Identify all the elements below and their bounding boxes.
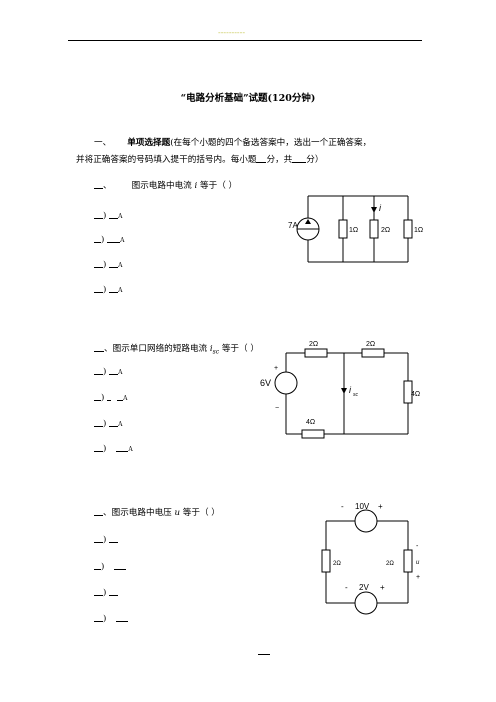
section-instruction-end: 分） xyxy=(306,155,324,165)
circuit-1-source-label: 7A xyxy=(288,221,298,230)
circuit-3-top-source-label: 10V xyxy=(355,502,370,511)
question-1-var: i xyxy=(194,181,198,191)
question-3-option-b[interactable]: ) xyxy=(94,561,127,572)
resistor-top-right-icon xyxy=(361,348,385,358)
question-3-number: 、 xyxy=(103,508,112,518)
resistor-1-icon xyxy=(338,219,348,239)
question-1-text: 图示电路中电流 xyxy=(131,181,192,191)
resistor-right-icon xyxy=(403,549,413,573)
circuit-2-r-top-right: 2Ω xyxy=(366,341,375,348)
voltage-source-top-icon xyxy=(354,509,378,533)
voltage-source-bottom-icon xyxy=(354,591,378,615)
circuit-2-source-label: 6V xyxy=(260,378,271,388)
resistor-left-icon xyxy=(321,549,331,573)
question-2-var-sub: sc xyxy=(212,348,220,356)
circuit-2-r-top-left: 2Ω xyxy=(309,341,318,348)
circuit-3-bottom-minus: - xyxy=(345,583,348,592)
resistor-bottom-icon xyxy=(301,429,325,439)
question-3: 、图示电路中电压 u 等于（ ） xyxy=(94,507,220,519)
circuit-3-r-left: 2Ω xyxy=(333,561,341,567)
resistor-right-icon xyxy=(403,380,413,404)
circuit-3-u-plus: + xyxy=(416,574,420,581)
page-title: “电路分析基础”试题(120分钟) xyxy=(180,93,316,104)
circuit-3-r-right: 2Ω xyxy=(386,561,394,567)
circuit-1-r2-label: 2Ω xyxy=(381,227,390,234)
current-arrow-icon xyxy=(341,388,347,394)
circuit-1-r3-label: 1Ω xyxy=(414,227,423,234)
section-title: 单项选择题 xyxy=(127,138,171,148)
section-instruction-1: (在每个小题的四个备选答案中，选出一个正确答案， xyxy=(170,138,372,148)
section-instruction-tail: 分，共 xyxy=(266,155,293,165)
question-2-text: 图示单口网络的短路电流 xyxy=(112,344,208,354)
circuit-3-bottom-plus: + xyxy=(380,583,385,592)
section-heading: 一、 单项选择题(在每个小题的四个备选答案中，选出一个正确答案， xyxy=(94,137,371,149)
question-3-option-c[interactable]: ) xyxy=(94,587,119,598)
question-3-var: u xyxy=(174,508,181,518)
circuit-3-u-label: u xyxy=(416,560,420,566)
circuit-2-current-sub: sc xyxy=(353,392,359,398)
question-2-suffix: 等于（ ） xyxy=(221,344,259,354)
question-1-option-b[interactable]: ) A xyxy=(94,234,124,245)
question-1: 、 图示电路中电流 i 等于（ ） xyxy=(94,180,237,192)
page-footer-mark xyxy=(258,648,270,655)
resistor-top-left-icon xyxy=(304,348,328,358)
question-3-text: 图示电路中电压 xyxy=(111,508,172,518)
circuit-3-u-minus: - xyxy=(416,543,419,550)
header-rule xyxy=(68,40,422,41)
circuit-3-bottom-source-label: 2V xyxy=(359,583,369,592)
question-3-suffix: 等于（ ） xyxy=(182,508,220,518)
question-2-option-c[interactable]: ) A xyxy=(94,418,122,429)
question-2: 、图示单口网络的短路电流 isc 等于（ ） xyxy=(94,343,259,359)
circuit-3-top-minus: - xyxy=(341,502,344,511)
question-2-option-a[interactable]: ) A xyxy=(94,366,122,377)
header-tag: ---------- xyxy=(218,28,246,37)
circuit-2-current-label: i xyxy=(349,385,352,395)
section-instruction: 并将正确答案的号码填入提干的括号内。每小题分，共 分） xyxy=(76,154,323,166)
resistor-2-icon xyxy=(369,219,379,239)
section-instruction-2: 并将正确答案的号码填入提干的括号内。每小题 xyxy=(76,155,257,165)
question-2-number: 、 xyxy=(104,344,113,354)
voltage-source-icon xyxy=(274,371,298,395)
question-1-suffix: 等于（ ） xyxy=(200,181,238,191)
circuit-1-r1-label: 1Ω xyxy=(349,227,358,234)
circuit-1-current-label: i xyxy=(379,203,382,213)
resistor-3-icon xyxy=(403,219,413,239)
circuit-2-r-right: 4Ω xyxy=(411,391,420,398)
question-2-option-b[interactable]: ) A xyxy=(94,392,127,403)
section-number: 一、 xyxy=(94,138,112,148)
question-1-number: 、 xyxy=(103,181,112,191)
question-3-option-d[interactable]: ) xyxy=(94,613,129,624)
question-2-option-d[interactable]: )A xyxy=(94,443,133,454)
circuit-2-plus: + xyxy=(274,365,278,372)
question-3-option-a[interactable]: ) xyxy=(94,534,119,545)
circuit-3-top-plus: + xyxy=(378,502,383,511)
circuit-2-r-bottom: 4Ω xyxy=(306,419,315,426)
question-1-option-a[interactable]: ) A xyxy=(94,210,122,221)
circuit-2-minus: − xyxy=(275,405,279,412)
question-2-var: i xyxy=(209,344,213,354)
question-1-option-d[interactable]: ) A xyxy=(94,284,122,295)
question-1-option-c[interactable]: ) A xyxy=(94,259,122,270)
